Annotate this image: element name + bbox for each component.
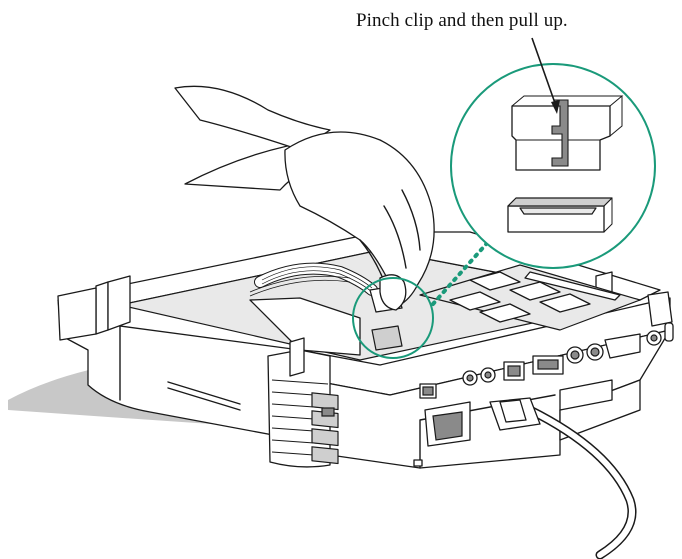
hand-icon	[174, 85, 435, 311]
pointer-arrow-icon	[531, 37, 560, 114]
dotted-leader	[431, 240, 490, 306]
power-cable-harness	[249, 262, 378, 297]
magnified-connector	[511, 95, 624, 171]
magnified-socket	[507, 197, 613, 233]
pinch-clip-icon	[551, 99, 569, 167]
scsi-port-icon	[604, 333, 641, 359]
callout-caption: Pinch clip and then pull up.	[356, 10, 568, 31]
rear-ports	[413, 322, 674, 467]
power-cord	[489, 397, 637, 559]
logic-board	[419, 264, 641, 331]
connector-socket-icon	[371, 325, 403, 351]
